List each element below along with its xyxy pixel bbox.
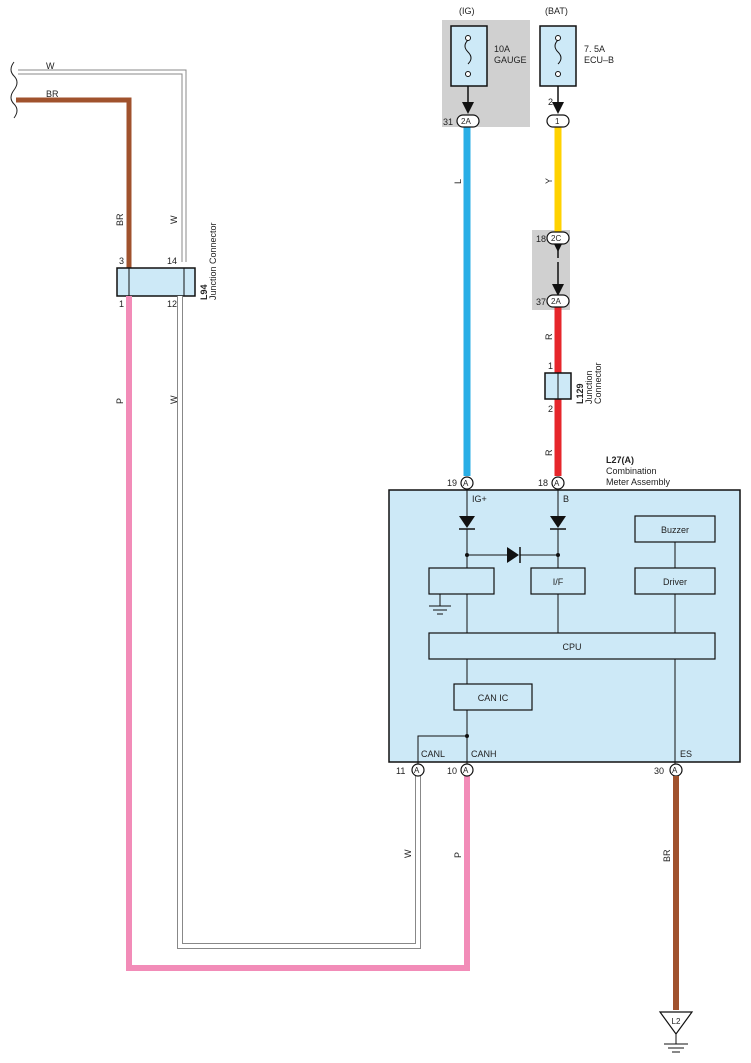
pin-31: 31 <box>443 117 453 127</box>
can-ic-block <box>453 683 533 711</box>
l129-pin-1: 1 <box>548 361 553 371</box>
pin-2: 2 <box>548 97 553 107</box>
wire-label-w-left: W <box>169 395 179 404</box>
connector-2a-mid <box>546 294 570 308</box>
meter-pin-ig: IG+ <box>472 494 487 504</box>
wire-label-w-top: W <box>46 61 55 71</box>
connector-label-a-es: A <box>672 766 678 775</box>
wire-label-l: L <box>453 179 463 184</box>
connector-label-2a-mid: 2A <box>551 297 561 306</box>
wire-label-br-es: BR <box>662 849 672 862</box>
meter-name-line1: Combination <box>606 466 657 476</box>
wire-label-r2: R <box>544 449 554 456</box>
meter-code: L27(A) <box>606 455 634 465</box>
power-block <box>428 567 495 595</box>
l129-pin-2: 2 <box>548 404 553 414</box>
l94-junction-connector <box>116 267 196 297</box>
bat-fuse-rating: 7. 5A <box>584 44 605 54</box>
if-label: I/F <box>553 577 564 587</box>
pin-18-2c: 18 <box>536 234 546 244</box>
diode-ig <box>459 516 475 528</box>
l94-pin-14: 14 <box>167 256 177 266</box>
l94-name: Junction Connector <box>208 222 218 300</box>
meter-name-line2: Meter Assembly <box>606 477 671 487</box>
ig-fuse-rating: 10A <box>494 44 510 54</box>
connector-label-2a-top: 2A <box>461 117 471 126</box>
bat-fuse-name: ECU–B <box>584 55 614 65</box>
bat-header: (BAT) <box>545 6 568 16</box>
wire-w-left <box>177 296 421 949</box>
l94-pin-12: 12 <box>167 299 177 309</box>
l129-code: L129 <box>575 383 585 404</box>
pin-30: 30 <box>654 766 664 776</box>
connector-2c <box>546 231 570 245</box>
diode-b <box>550 516 566 528</box>
meter-pin-canl: CANL <box>421 749 445 759</box>
cpu-label: CPU <box>562 642 581 652</box>
can-ic-label: CAN IC <box>478 693 509 703</box>
wire-break-symbol <box>10 61 18 119</box>
pin-18-b: 18 <box>538 478 548 488</box>
pin-11: 11 <box>396 766 405 776</box>
connector-label-1: 1 <box>555 117 560 126</box>
meter-pin-b: B <box>563 494 569 504</box>
diode-cross <box>507 547 519 563</box>
pin-19: 19 <box>447 478 457 488</box>
pin-37: 37 <box>536 297 546 307</box>
pin-10: 10 <box>447 766 457 776</box>
buzzer-block <box>634 515 716 543</box>
l94-code: L94 <box>199 284 209 300</box>
wire-label-r1: R <box>544 333 554 340</box>
driver-label: Driver <box>663 577 687 587</box>
ground-l2 <box>658 1011 694 1053</box>
meter-pin-canh: CANH <box>471 749 497 759</box>
wire-br-top <box>16 97 132 268</box>
connector-a-ig <box>460 476 474 490</box>
buzzer-label: Buzzer <box>661 525 689 535</box>
wire-label-y: Y <box>544 178 554 184</box>
connector-a-b <box>551 476 565 490</box>
ground-label: L2 <box>672 1017 681 1026</box>
wire-label-w-canl: W <box>403 849 413 858</box>
meter-pin-es: ES <box>680 749 692 759</box>
fuse-gauge <box>450 25 488 87</box>
internal-ground <box>429 605 451 615</box>
wire-p-left <box>126 296 470 971</box>
connector-label-a-b: A <box>554 479 560 488</box>
wire-label-p-canh: P <box>453 852 463 858</box>
cpu-block <box>428 632 716 660</box>
wire-label-w-vert: W <box>169 215 179 224</box>
wire-label-br-top: BR <box>46 89 59 99</box>
connector-label-a-canh: A <box>463 766 469 775</box>
connector-2a-top <box>456 114 480 128</box>
connector-label-a-canl: A <box>414 766 420 775</box>
if-block <box>530 567 586 595</box>
ig-header: (IG) <box>459 6 475 16</box>
wire-label-br-vert: BR <box>115 213 125 226</box>
l129-name-line2: Connector <box>593 362 603 404</box>
connector-1-top <box>546 114 570 128</box>
wire-label-p-left: P <box>115 398 125 404</box>
l94-pin-3: 3 <box>119 256 124 266</box>
connector-label-2c: 2C <box>551 234 561 243</box>
connector-label-a-ig: A <box>463 479 469 488</box>
ig-fuse-name: GAUGE <box>494 55 527 65</box>
l129-name-line1: Junction <box>584 370 594 404</box>
l94-pin-1: 1 <box>119 299 124 309</box>
